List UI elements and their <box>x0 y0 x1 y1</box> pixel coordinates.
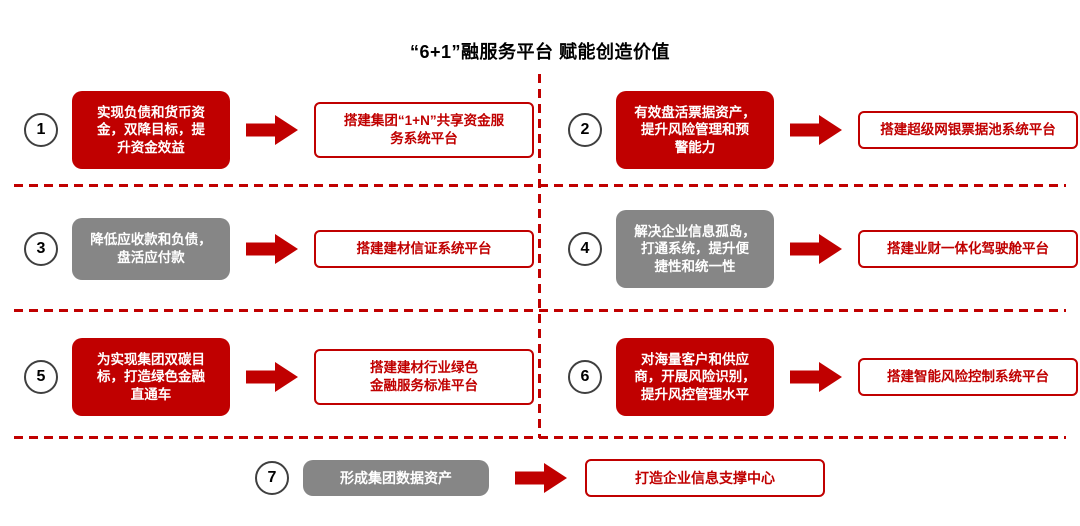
step-5-circle: 5 <box>24 360 58 394</box>
flow-item-1: 1 实现负债和货币资 金，双降目标，提 升资金效益 搭建集团“1+N”共享资金服… <box>0 78 540 182</box>
flow-row-1: 1 实现负债和货币资 金，双降目标，提 升资金效益 搭建集团“1+N”共享资金服… <box>0 78 1080 182</box>
arrow-head <box>819 115 842 145</box>
flow-item-3: 3 降低应收款和负债， 盘活应付款 搭建建材信证系统平台 <box>0 193 540 305</box>
step-7-problem-text: 形成集团数据资产 <box>340 469 452 486</box>
step-2-circle: 2 <box>568 113 602 147</box>
step-5-number: 5 <box>36 368 46 385</box>
step-7-number: 7 <box>267 469 277 486</box>
arrow-head <box>275 115 298 145</box>
arrow-head <box>819 234 842 264</box>
right-arrow-icon <box>246 362 298 392</box>
flow-item-7: 7 形成集团数据资产 打造企业信息支撑中心 <box>255 448 825 508</box>
flow-row-3: 5 为实现集团双碳目 标，打造绿色金融 直通车 搭建建材行业绿色 金融服务标准平… <box>0 322 1080 432</box>
arrow-head <box>275 234 298 264</box>
horizontal-divider-3 <box>14 436 1066 439</box>
step-5-solution-box: 搭建建材行业绿色 金融服务标准平台 <box>314 349 534 405</box>
flow-row-bottom: 7 形成集团数据资产 打造企业信息支撑中心 <box>0 448 1080 508</box>
arrow-head <box>275 362 298 392</box>
right-arrow-icon <box>790 115 842 145</box>
step-6-number: 6 <box>580 368 590 385</box>
step-5-solution-text: 搭建建材行业绿色 金融服务标准平台 <box>370 360 478 393</box>
arrow-head <box>819 362 842 392</box>
arrow-tail <box>790 370 820 384</box>
step-4-circle: 4 <box>568 232 602 266</box>
step-5-problem-box: 为实现集团双碳目 标，打造绿色金融 直通车 <box>72 337 230 417</box>
right-arrow-icon <box>790 234 842 264</box>
step-5-problem-text: 为实现集团双碳目 标，打造绿色金融 直通车 <box>97 351 205 402</box>
step-2-problem-text: 有效盘活票据资产， 提升风险管理和预 警能力 <box>634 104 756 155</box>
step-1-number: 1 <box>36 121 46 138</box>
vertical-divider <box>538 74 541 438</box>
step-3-number: 3 <box>36 240 46 257</box>
step-6-solution-box: 搭建智能风险控制系统平台 <box>858 358 1078 396</box>
right-arrow-icon <box>246 234 298 264</box>
right-arrow-icon <box>246 115 298 145</box>
step-7-circle: 7 <box>255 461 289 495</box>
step-3-solution-text: 搭建建材信证系统平台 <box>356 241 492 257</box>
step-6-circle: 6 <box>568 360 602 394</box>
step-6-solution-text: 搭建智能风险控制系统平台 <box>887 369 1049 385</box>
step-1-solution-text: 搭建集团“1+N”共享资金服 务系统平台 <box>343 113 505 146</box>
step-7-solution-text: 打造企业信息支撑中心 <box>635 469 775 486</box>
step-2-solution-box: 搭建超级网银票据池系统平台 <box>858 111 1078 149</box>
step-1-solution-box: 搭建集团“1+N”共享资金服 务系统平台 <box>314 102 534 158</box>
flow-item-4: 4 解决企业信息孤岛， 打通系统，提升便 捷性和统一性 搭建业财一体化驾驶舱平台 <box>540 193 1080 305</box>
horizontal-divider-1 <box>14 184 1066 187</box>
diagram-title: “6+1”融服务平台 赋能创造价值 <box>409 42 671 62</box>
step-7-solution-box: 打造企业信息支撑中心 <box>585 458 825 498</box>
arrow-tail <box>246 123 276 137</box>
arrow-tail <box>790 242 820 256</box>
step-6-problem-text: 对海量客户和供应 商，开展风险识别， 提升风控管理水平 <box>634 351 756 402</box>
step-4-solution-text: 搭建业财一体化驾驶舱平台 <box>887 241 1049 257</box>
step-4-number: 4 <box>580 240 590 257</box>
arrow-tail <box>246 370 276 384</box>
step-2-problem-box: 有效盘活票据资产， 提升风险管理和预 警能力 <box>616 90 774 170</box>
step-1-problem-text: 实现负债和货币资 金，双降目标，提 升资金效益 <box>97 104 205 155</box>
step-2-solution-text: 搭建超级网银票据池系统平台 <box>880 122 1056 138</box>
step-2-number: 2 <box>580 121 590 138</box>
arrow-tail <box>246 242 276 256</box>
flow-item-6: 6 对海量客户和供应 商，开展风险识别， 提升风控管理水平 搭建智能风险控制系统… <box>540 322 1080 432</box>
right-arrow-icon <box>515 463 567 493</box>
step-3-problem-box: 降低应收款和负债， 盘活应付款 <box>72 218 230 280</box>
step-3-problem-text: 降低应收款和负债， 盘活应付款 <box>90 232 212 265</box>
step-4-problem-box: 解决企业信息孤岛， 打通系统，提升便 捷性和统一性 <box>616 209 774 289</box>
step-1-problem-box: 实现负债和货币资 金，双降目标，提 升资金效益 <box>72 90 230 170</box>
flow-item-2: 2 有效盘活票据资产， 提升风险管理和预 警能力 搭建超级网银票据池系统平台 <box>540 78 1080 182</box>
flow-row-2: 3 降低应收款和负债， 盘活应付款 搭建建材信证系统平台 4 解决企业信息孤岛，… <box>0 193 1080 305</box>
right-arrow-icon <box>790 362 842 392</box>
flow-item-5: 5 为实现集团双碳目 标，打造绿色金融 直通车 搭建建材行业绿色 金融服务标准平… <box>0 322 540 432</box>
step-3-circle: 3 <box>24 232 58 266</box>
step-3-solution-box: 搭建建材信证系统平台 <box>314 230 534 268</box>
step-4-problem-text: 解决企业信息孤岛， 打通系统，提升便 捷性和统一性 <box>634 223 756 274</box>
horizontal-divider-2 <box>14 309 1066 312</box>
step-6-problem-box: 对海量客户和供应 商，开展风险识别， 提升风控管理水平 <box>616 337 774 417</box>
arrow-tail <box>515 471 545 485</box>
arrow-head <box>544 463 567 493</box>
step-7-problem-box: 形成集团数据资产 <box>303 459 489 497</box>
arrow-tail <box>790 123 820 137</box>
step-1-circle: 1 <box>24 113 58 147</box>
step-4-solution-box: 搭建业财一体化驾驶舱平台 <box>858 230 1078 268</box>
